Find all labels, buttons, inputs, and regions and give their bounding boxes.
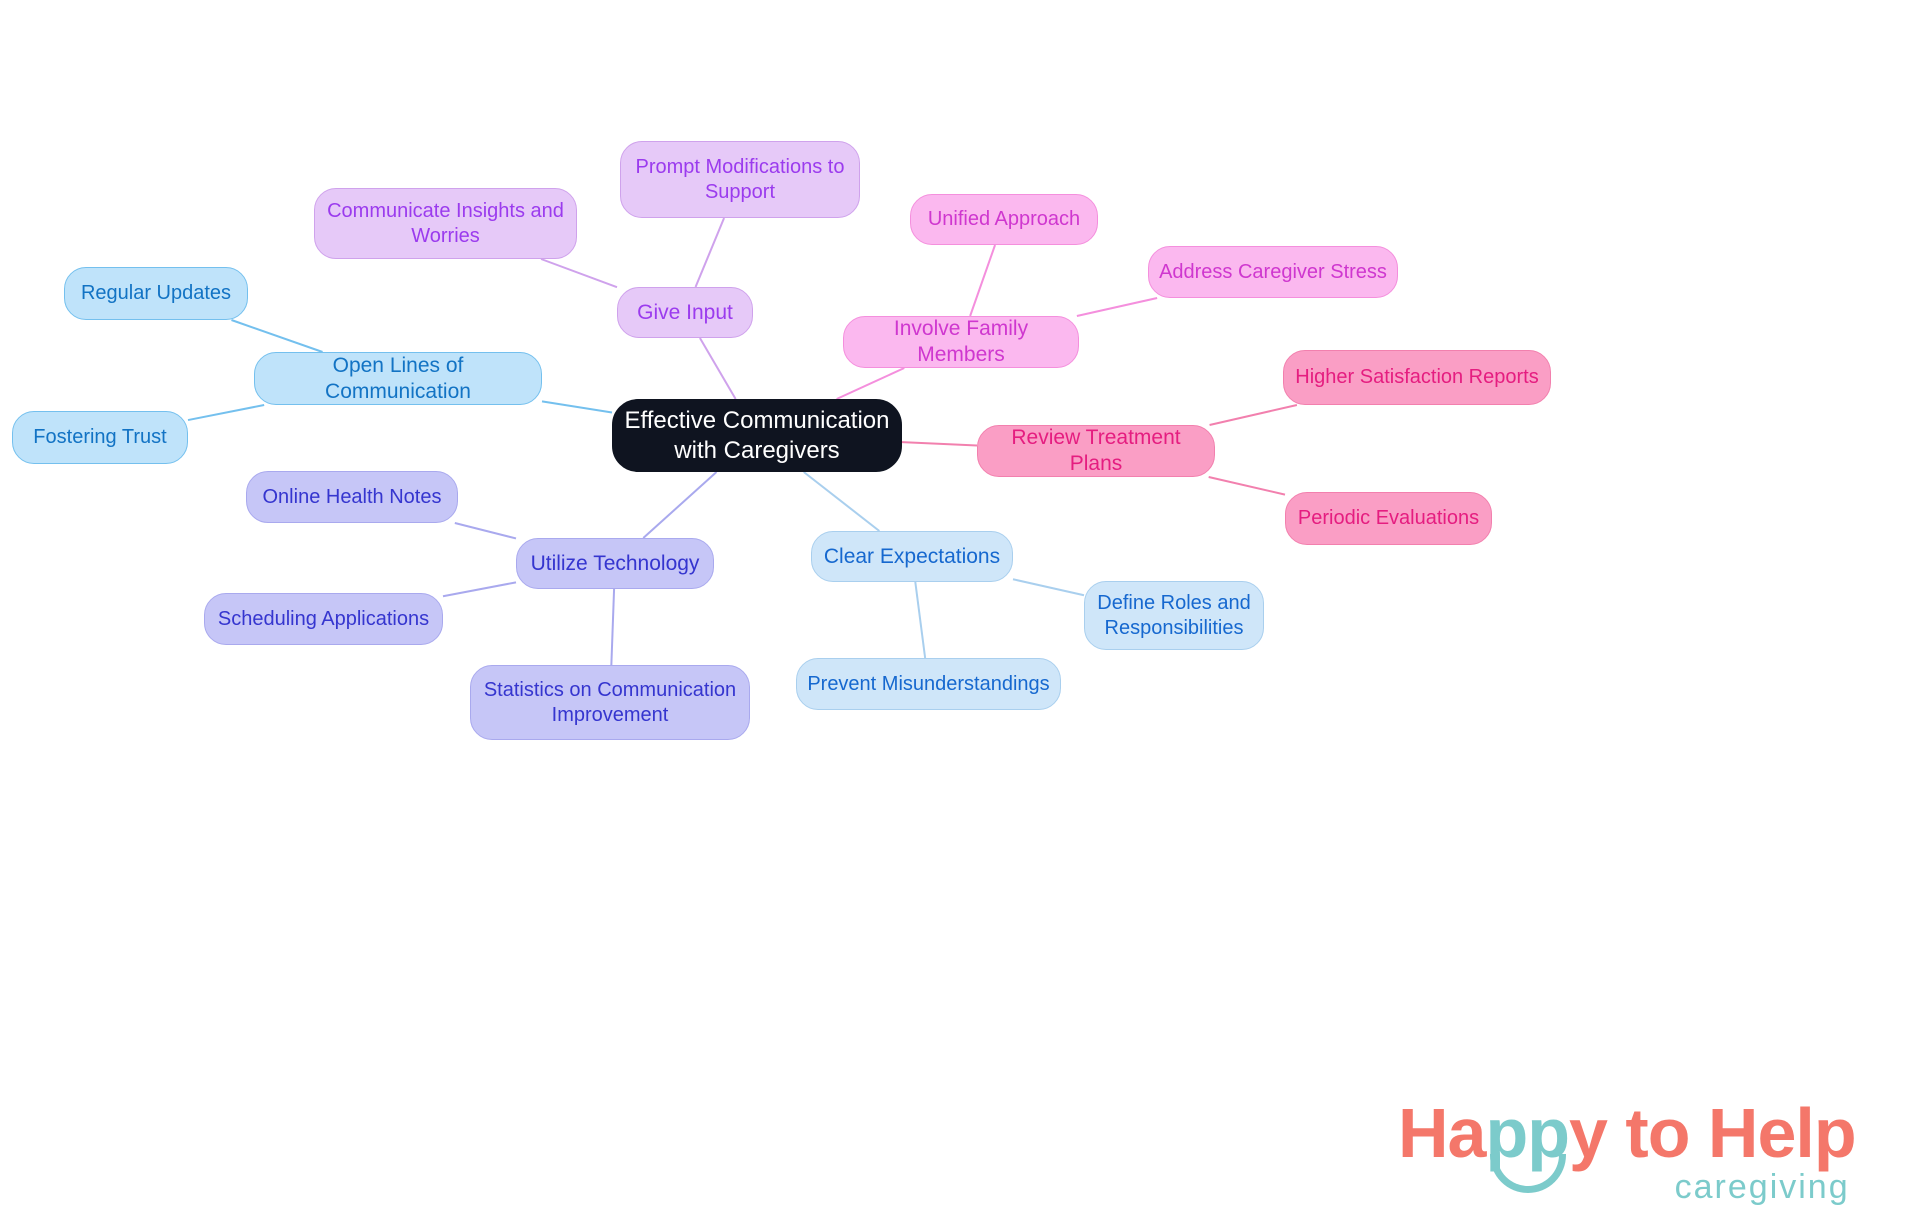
node-label: Open Lines of Communication <box>325 353 471 403</box>
connector-line <box>901 441 978 447</box>
child-node-address-stress[interactable]: Address Caregiver Stress <box>1148 246 1398 298</box>
child-node-statistics-communication[interactable]: Statistics on Communication Improvement <box>470 665 750 740</box>
connector-line <box>1208 476 1286 496</box>
branch-node-clear-expectations[interactable]: Clear Expectations <box>811 531 1013 582</box>
node-label: Higher Satisfaction Reports <box>1295 366 1539 389</box>
connector-line <box>1209 404 1298 426</box>
node-label: Communicate Insights and Worries <box>327 200 564 247</box>
node-label: Clear Expectations <box>823 544 1001 568</box>
connector-line <box>836 367 905 400</box>
connector-line <box>642 471 718 539</box>
node-label: Prompt Modifications to Support <box>635 156 845 203</box>
logo-text-part4: to Help <box>1625 1094 1856 1172</box>
child-node-regular-updates[interactable]: Regular Updates <box>64 267 248 320</box>
node-label: Fostering Trust <box>33 426 167 449</box>
connector-line <box>610 588 616 666</box>
node-label: Online Health Notes <box>262 485 442 508</box>
child-node-unified-approach[interactable]: Unified Approach <box>910 194 1098 245</box>
branch-node-open-lines[interactable]: Open Lines of Communication <box>254 352 542 405</box>
logo-wordmark: Happy to Help <box>1398 1098 1857 1193</box>
connector-line <box>540 258 618 289</box>
root-node[interactable]: Effective Communication with Caregivers <box>612 399 902 472</box>
child-node-fostering-trust[interactable]: Fostering Trust <box>12 411 188 464</box>
child-node-higher-satisfaction[interactable]: Higher Satisfaction Reports <box>1283 350 1551 405</box>
child-node-scheduling-applications[interactable]: Scheduling Applications <box>204 593 443 645</box>
node-label: Define Roles and Responsibilities <box>1097 592 1251 639</box>
node-label: Give Input <box>637 300 733 324</box>
connector-line <box>914 581 927 659</box>
child-node-periodic-evaluations[interactable]: Periodic Evaluations <box>1285 492 1492 545</box>
branch-node-review-plans[interactable]: Review Treatment Plans <box>977 425 1215 477</box>
logo-subtitle: caregiving <box>1674 1168 1850 1206</box>
connector-line <box>1076 297 1158 317</box>
connector-line <box>187 404 265 422</box>
connector-line <box>231 319 323 353</box>
connector-line <box>694 217 726 288</box>
node-label: Statistics on Communication Improvement <box>483 679 737 726</box>
connector-line <box>699 337 737 400</box>
connector-line <box>803 471 880 532</box>
brand-logo: Happy to Help caregiving <box>1398 1098 1857 1206</box>
node-label: Effective Communication with Caregivers <box>624 407 890 464</box>
connector-line <box>454 522 517 540</box>
child-node-communicate-insights[interactable]: Communicate Insights and Worries <box>314 188 577 259</box>
connector-line <box>969 244 996 317</box>
branch-node-involve-family[interactable]: Involve Family Members <box>843 316 1079 368</box>
child-node-prompt-modifications[interactable]: Prompt Modifications to Support <box>620 141 860 218</box>
node-label: Prevent Misunderstandings <box>807 672 1050 695</box>
node-label: Involve Family Members <box>893 317 1029 366</box>
branch-node-give-input[interactable]: Give Input <box>617 287 753 338</box>
node-label: Address Caregiver Stress <box>1159 260 1387 283</box>
node-label: Utilize Technology <box>530 551 700 575</box>
child-node-prevent-misunderstandings[interactable]: Prevent Misunderstandings <box>796 658 1061 710</box>
branch-node-utilize-technology[interactable]: Utilize Technology <box>516 538 714 589</box>
node-label: Regular Updates <box>80 282 232 305</box>
connector-line <box>541 400 613 414</box>
node-label: Review Treatment Plans <box>1011 426 1181 475</box>
node-label: Unified Approach <box>927 208 1081 231</box>
node-label: Periodic Evaluations <box>1297 507 1480 530</box>
connector-line <box>1012 578 1085 597</box>
child-node-online-health-notes[interactable]: Online Health Notes <box>246 471 458 523</box>
logo-text-part1: Ha <box>1398 1094 1486 1172</box>
connector-line <box>442 581 517 598</box>
child-node-define-roles[interactable]: Define Roles and Responsibilities <box>1084 581 1264 650</box>
node-label: Scheduling Applications <box>217 607 430 630</box>
logo-text-part3: y <box>1569 1094 1608 1172</box>
